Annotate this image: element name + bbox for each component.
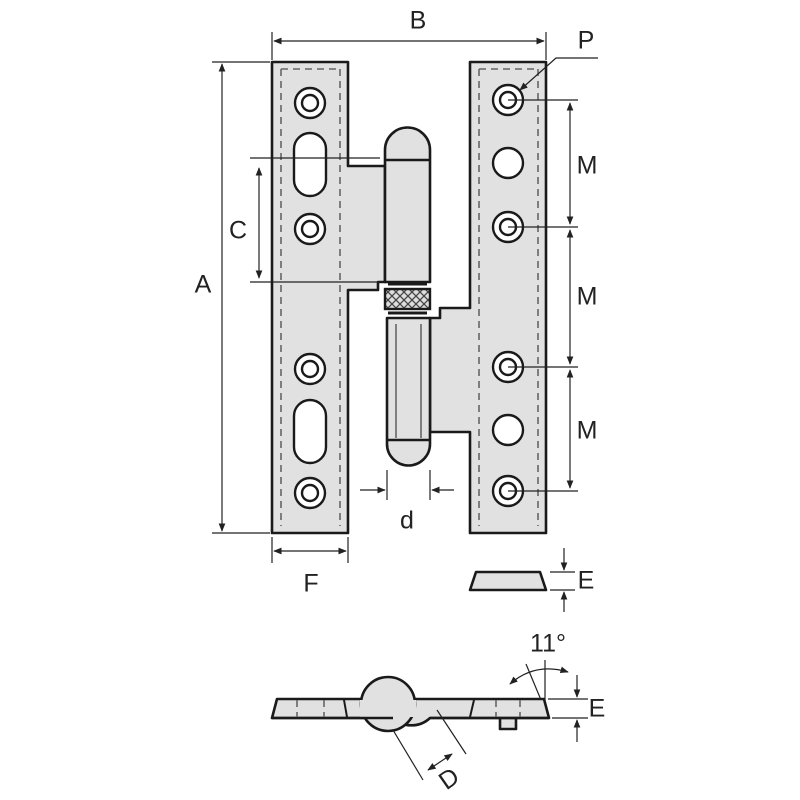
dimension-a: A	[195, 61, 270, 534]
label-m: M	[577, 283, 598, 311]
label-p: P	[578, 27, 595, 55]
label-e: E	[578, 567, 595, 595]
label-angle: 11°	[530, 630, 566, 658]
label-c: C	[229, 217, 247, 245]
label-a: A	[195, 271, 212, 299]
countersunk-hole	[293, 476, 327, 510]
side-view: D 11° E	[270, 630, 606, 796]
right-leaf	[428, 60, 548, 535]
label-e-side: E	[589, 695, 606, 723]
label-f: F	[303, 570, 318, 598]
lower-knuckle	[385, 316, 432, 467]
countersunk-hole	[293, 352, 327, 386]
label-m: M	[577, 152, 598, 180]
label-d-small: d	[400, 507, 414, 535]
left-leaf	[270, 60, 387, 535]
knurled-ring	[383, 287, 432, 311]
plain-hole	[491, 146, 525, 180]
dimension-b: B	[271, 7, 547, 60]
label-d: D	[434, 762, 465, 795]
dimension-f: F	[271, 537, 349, 598]
upper-knuckle	[383, 126, 432, 284]
dimension-m: M M M	[508, 99, 598, 492]
leader-p: P	[519, 27, 598, 91]
slot-hole	[292, 398, 328, 465]
countersunk-hole	[293, 212, 327, 246]
label-m: M	[577, 417, 598, 445]
leaf-profile: E	[468, 548, 595, 612]
label-b: B	[410, 7, 427, 35]
slot-hole	[292, 131, 328, 198]
dimension-c: C	[229, 157, 380, 283]
plain-hole	[491, 413, 525, 447]
dimension-d-small: d	[360, 470, 454, 535]
countersunk-hole	[293, 86, 327, 120]
